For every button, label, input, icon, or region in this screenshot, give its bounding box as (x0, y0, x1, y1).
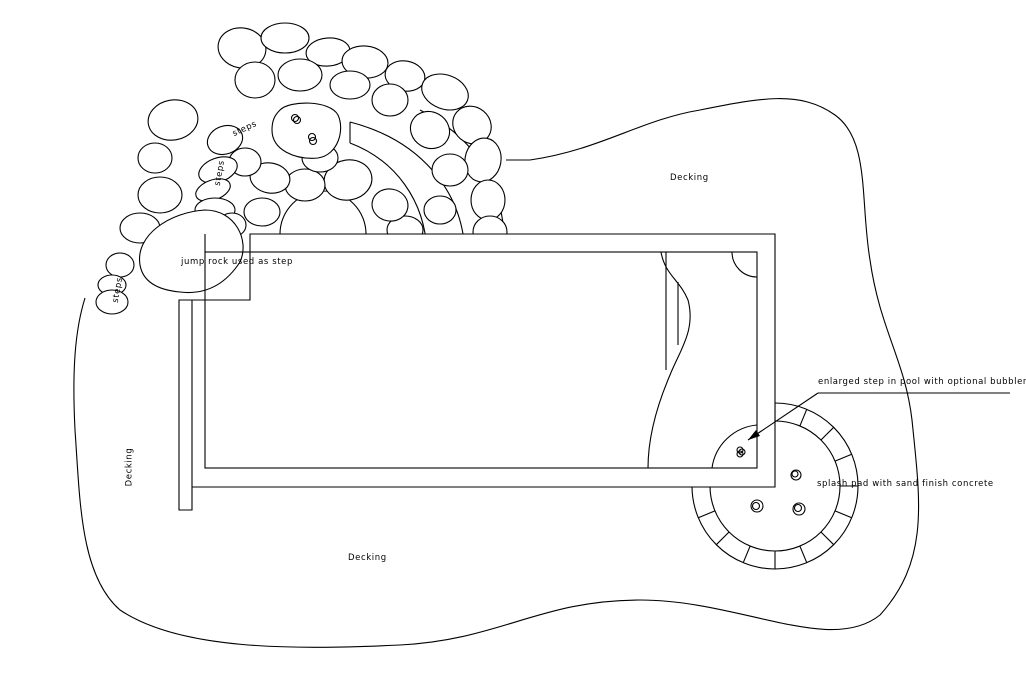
rock (329, 70, 371, 100)
rock (217, 27, 267, 69)
bubbler-mark (307, 132, 317, 142)
pad-segment-line (834, 453, 852, 462)
label-decking-left: Decking (124, 447, 135, 487)
rock (243, 197, 281, 227)
rock (371, 188, 409, 222)
pad-segment-line (799, 409, 808, 427)
pad-segment-line (742, 545, 751, 563)
rock (260, 22, 310, 54)
label-decking-top-right: Decking (670, 173, 709, 183)
rock (423, 195, 457, 225)
rock-border (95, 22, 508, 315)
label-enlarged-step: enlarged step in pool with optional bubb… (818, 377, 1026, 387)
rock (137, 176, 183, 214)
label-splash-pad: splash pad with sand finish concrete (817, 479, 994, 489)
rock (137, 142, 173, 174)
rock (371, 83, 409, 117)
bubbler-mark (292, 115, 302, 125)
rock (421, 73, 469, 111)
pool (178, 233, 776, 511)
pad-segment-line (698, 510, 716, 519)
bubbler-mark (308, 136, 318, 146)
rock (284, 168, 326, 202)
pad-segment-line (834, 510, 852, 519)
rock (234, 61, 276, 99)
rock (431, 153, 469, 187)
pad-segment-line (820, 531, 835, 546)
label-jump-rock: jump rock used as step (181, 257, 293, 267)
center-stone (271, 102, 342, 159)
rock (105, 252, 135, 278)
rock (206, 124, 244, 156)
rock (464, 137, 502, 183)
rock (277, 58, 323, 92)
pad-segment-line (715, 531, 730, 546)
rock (470, 179, 506, 221)
pad-segment-line (799, 545, 808, 563)
pad-segment-line (820, 426, 835, 441)
rock (95, 289, 129, 315)
label-decking-bottom: Decking (348, 553, 387, 563)
rock (452, 105, 492, 145)
leader-line (747, 392, 1010, 441)
pool-steps-curve (647, 251, 691, 469)
rock (409, 110, 451, 150)
corner-seat (731, 251, 758, 278)
rock (147, 99, 199, 141)
bubblers (750, 469, 806, 516)
bubbler-mark (290, 113, 300, 123)
jump-rock (139, 209, 244, 294)
enlarged-step (711, 424, 758, 469)
decking-boundary (73, 98, 920, 648)
